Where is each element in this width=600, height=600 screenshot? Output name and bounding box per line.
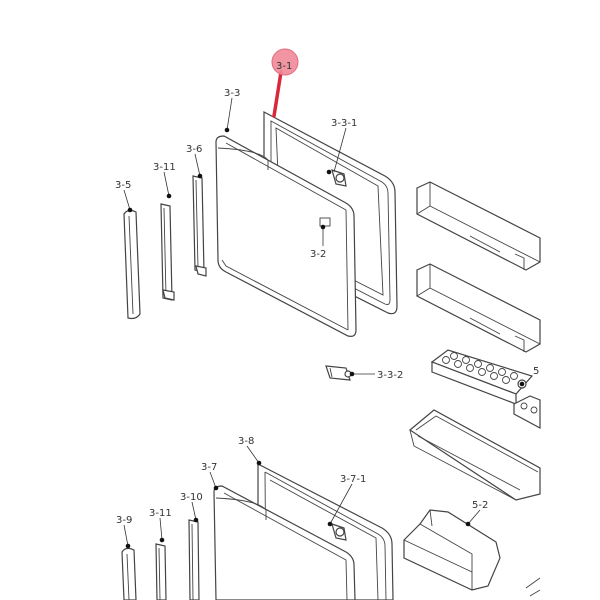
handle-rail-3-11: [160, 203, 175, 301]
label-5-2: 5-2: [472, 500, 488, 511]
label-3-10: 3-10: [180, 492, 203, 503]
label-3-7-1: 3-7-1: [340, 474, 366, 485]
leader-dots: [125, 127, 525, 549]
handle-3-5: [123, 209, 141, 320]
label-3-7: 3-7: [201, 462, 217, 473]
label-3-3-2: 3-3-2: [377, 370, 403, 381]
label-5: 5: [533, 366, 539, 377]
label-3-5: 3-5: [115, 180, 131, 191]
egg-tray: [430, 349, 534, 405]
bracket-3-10: [188, 519, 200, 600]
label-3-8: 3-8: [238, 436, 254, 447]
hinge-3-7-1: [331, 523, 347, 541]
label-3-3-1: 3-3-1: [331, 118, 357, 129]
label-3-11-upper: 3-11: [153, 162, 176, 173]
label-3-9: 3-9: [116, 515, 132, 526]
hinge-3-3-1: [331, 169, 347, 187]
partial-tray: [513, 395, 541, 430]
label-3-6: 3-6: [186, 144, 202, 155]
bracket-3-6: [192, 175, 207, 277]
hinge-bracket-3-3-2: [325, 365, 352, 381]
part-labels: 3-1 3-3 3-3-1 3-6 3-11 3-5 3-2 3-3-2 5 3…: [115, 61, 539, 526]
shallow-bin: [408, 409, 541, 501]
leader-lines: [123, 97, 481, 547]
label-3-11-lower: 3-11: [149, 508, 172, 519]
door-pocket-5-2: [403, 509, 501, 591]
handle-3-9: [121, 547, 137, 600]
door-pocket-upper: [416, 181, 541, 271]
handle-rail-3-11-lower: [155, 543, 167, 600]
label-3-1: 3-1: [276, 61, 292, 72]
label-3-2: 3-2: [310, 249, 326, 260]
label-3-3: 3-3: [224, 88, 240, 99]
highlight-marker-3-1: [271, 48, 299, 118]
door-pocket-middle: [416, 263, 541, 353]
fragment-bottom-right: [525, 577, 541, 597]
upper-door-panel-3-3: [215, 135, 357, 337]
